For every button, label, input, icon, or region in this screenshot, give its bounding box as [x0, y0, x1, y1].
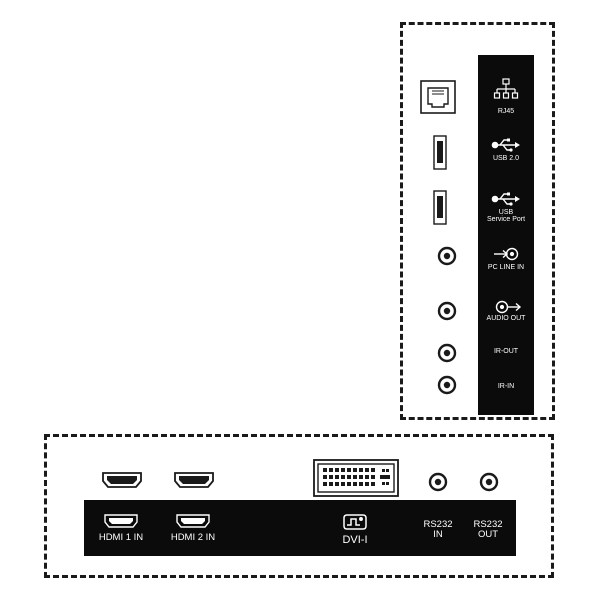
hdmi-icon: [104, 514, 138, 528]
rs232-out-label: RS232 OUT: [473, 519, 503, 540]
ir-out-jack: [437, 343, 457, 363]
usb-service-port: [433, 190, 447, 225]
dvi-icon: [343, 514, 367, 530]
pc-line-in-jack: [437, 246, 457, 266]
audio-out-label: AUDIO OUT: [486, 315, 526, 322]
usb-icon: [491, 138, 520, 152]
rs232-out-jack: [479, 472, 499, 492]
rj45-label: RJ45: [497, 108, 515, 115]
side-connector-panel: [400, 22, 555, 420]
hdmi-1-port: [102, 472, 142, 488]
bottom-connector-panel: [44, 434, 554, 578]
usb-icon: [491, 192, 520, 206]
network-icon: [493, 78, 519, 99]
audio-out-icon: [495, 300, 522, 314]
ir-in-label: IR-IN: [497, 383, 515, 390]
audio-out-jack: [437, 301, 457, 321]
audio-in-icon: [494, 247, 519, 261]
rs232-in-label: RS232 IN: [423, 519, 453, 540]
hdmi-icon: [176, 514, 210, 528]
dvi-i-port: [313, 459, 399, 497]
hdmi-2-port: [174, 472, 214, 488]
rj45-jack: [420, 80, 456, 114]
side-label-strip: [478, 55, 534, 415]
dvi-i-label: DVI-I: [342, 534, 368, 546]
hdmi-2-label: HDMI 2 IN: [170, 532, 216, 543]
bottom-label-strip: [84, 500, 516, 556]
usb-2-label: USB 2.0: [492, 155, 520, 162]
ir-in-jack: [437, 375, 457, 395]
ir-out-label: IR-OUT: [493, 348, 519, 355]
rs232-in-jack: [428, 472, 448, 492]
usb-2-port: [433, 135, 447, 170]
usb-service-port-label: USB Service Port: [486, 209, 526, 224]
hdmi-1-label: HDMI 1 IN: [98, 532, 144, 543]
pc-line-in-label: PC LINE IN: [487, 264, 525, 271]
